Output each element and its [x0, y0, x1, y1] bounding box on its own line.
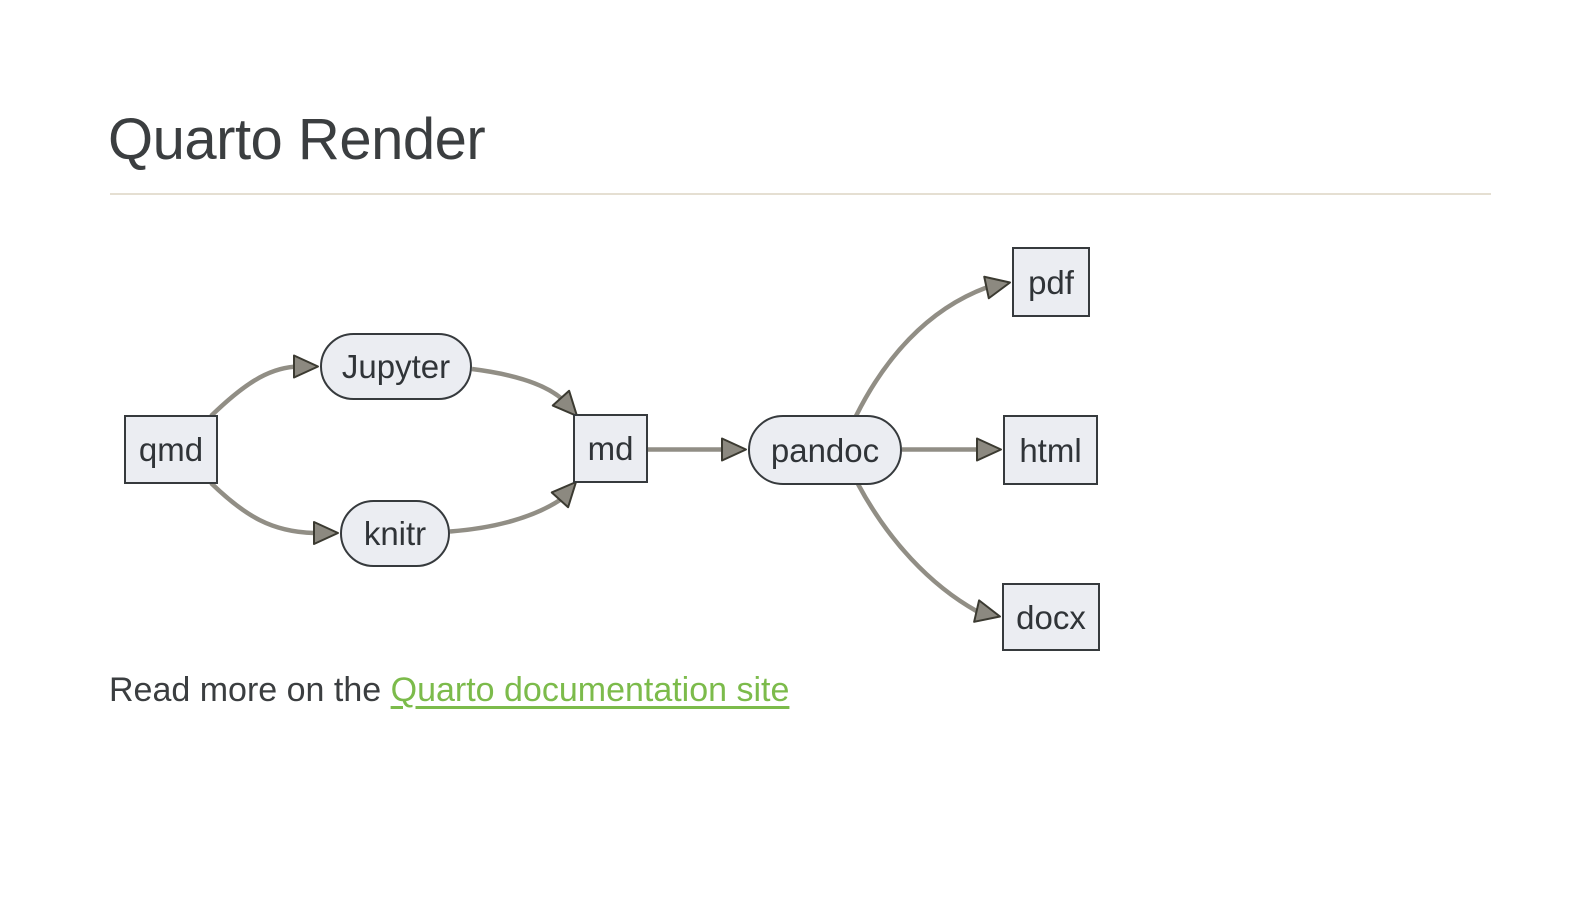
arrowhead-jupyter-icon [293, 354, 319, 379]
read-more-paragraph: Read more on the Quarto documentation si… [109, 670, 789, 711]
edge-qmd-jupyter [209, 364, 295, 418]
node-html: html [1003, 415, 1098, 485]
read-more-text: Read more on the [109, 671, 391, 709]
node-knitr: knitr [340, 500, 450, 567]
node-pdf: pdf [1012, 247, 1090, 317]
arrowhead-pdf-icon [983, 275, 1011, 300]
arrowhead-docx-icon [973, 599, 1001, 623]
node-md: md [573, 414, 648, 483]
page-title: Quarto Render [108, 107, 486, 172]
node-jupyter: Jupyter [320, 333, 472, 400]
edge-knitr-md [449, 498, 562, 534]
edge-jupyter-md [471, 366, 563, 401]
arrowhead-knitr-icon [313, 521, 339, 545]
edge-pandoc-docx [856, 482, 978, 614]
arrowhead-pandoc-icon [721, 437, 747, 462]
quarto-documentation-link[interactable]: Quarto documentation site [390, 671, 790, 709]
node-qmd: qmd [124, 415, 218, 484]
arrowhead-html-icon [976, 437, 1002, 462]
edge-pandoc-pdf [853, 285, 988, 418]
edge-qmd-knitr [209, 481, 315, 536]
node-pandoc: pandoc [748, 415, 902, 485]
node-docx: docx [1002, 583, 1100, 651]
title-divider [110, 193, 1491, 195]
